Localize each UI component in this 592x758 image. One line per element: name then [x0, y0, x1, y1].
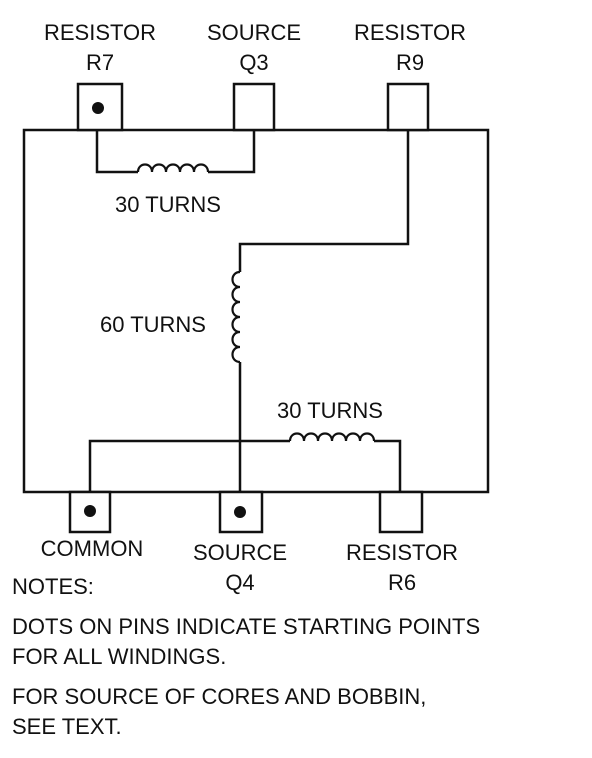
bottom-winding-lead-left: [88, 439, 290, 492]
bobbin-outline: [22, 128, 490, 494]
center-winding-label: 60 TURNS: [100, 312, 206, 337]
pin-top-1-start-dot: [92, 102, 104, 114]
notes-line-3: FOR SOURCE OF CORES AND BOBBIN,: [12, 684, 427, 709]
pin-label-top-1-line1: RESISTOR: [44, 20, 156, 45]
top-winding-label: 30 TURNS: [115, 192, 221, 217]
bottom-winding-lead-right: [374, 439, 402, 492]
notes-line-2: FOR ALL WINDINGS.: [12, 644, 227, 669]
top-winding-lead-right: [208, 130, 256, 174]
transformer-wiring-diagram: RESISTOR R7 SOURCE Q3 RESISTOR R9 30 TUR…: [22, 20, 490, 595]
top-winding-coil: [136, 163, 210, 173]
pin-label-top-1-line2: R7: [86, 50, 114, 75]
pin-label-bottom-2-line1: SOURCE: [193, 540, 287, 565]
pin-label-top-2-line2: Q3: [239, 50, 268, 75]
pin-label-bottom-1-line1: COMMON: [41, 536, 144, 561]
pin-label-top-2-line1: SOURCE: [207, 20, 301, 45]
notes-line-4: SEE TEXT.: [12, 714, 122, 739]
pin-bottom-3: [378, 490, 424, 534]
notes-heading: NOTES:: [12, 574, 94, 599]
pin-label-top-3-line2: R9: [396, 50, 424, 75]
pin-top-1: [76, 82, 124, 132]
top-winding-lead-left: [95, 130, 138, 174]
notes-line-1: DOTS ON PINS INDICATE STARTING POINTS: [12, 614, 481, 639]
pin-label-bottom-3-line1: RESISTOR: [346, 540, 458, 565]
center-winding-coil: [231, 270, 241, 364]
pin-bottom-2-start-dot: [234, 506, 246, 518]
pin-bottom-1-start-dot: [84, 505, 96, 517]
pin-top-3: [386, 82, 430, 132]
bottom-winding-label: 30 TURNS: [277, 398, 383, 423]
pin-label-top-3-line1: RESISTOR: [354, 20, 466, 45]
center-winding-lead-top: [238, 130, 410, 272]
pin-top-2: [232, 82, 276, 132]
pin-label-bottom-2-line2: Q4: [225, 570, 254, 595]
pin-label-bottom-3-line2: R6: [388, 570, 416, 595]
bottom-winding-coil: [288, 432, 376, 442]
